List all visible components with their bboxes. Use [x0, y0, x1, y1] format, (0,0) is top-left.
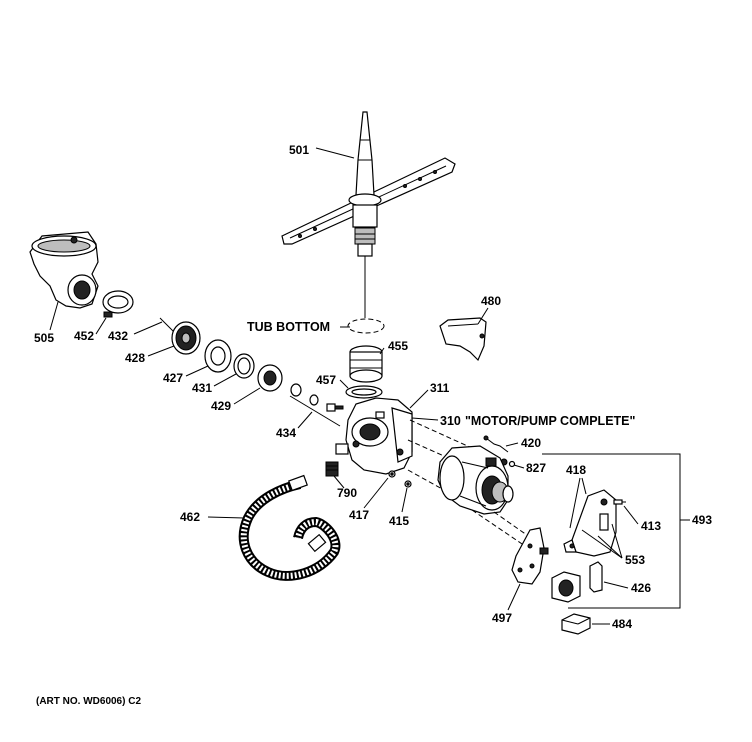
- label-429: 429: [211, 399, 231, 413]
- part-420-wire-clip: [483, 435, 509, 453]
- tub-bottom-label: TUB BOTTOM: [247, 320, 330, 334]
- label-428: 428: [125, 351, 145, 365]
- label-827: 827: [526, 461, 546, 475]
- part-434-hardware: [289, 383, 344, 427]
- part-426-terminal: [589, 561, 603, 593]
- part-415-screw: [404, 480, 412, 488]
- label-497: 497: [492, 611, 512, 625]
- label-420: 420: [521, 436, 541, 450]
- label-455: 455: [388, 339, 408, 353]
- part-462-drain-hose: [238, 474, 341, 581]
- group-bracket-493: [542, 453, 681, 609]
- part-501-lower-spray-arm: [281, 111, 456, 257]
- part-455-bellows: [349, 345, 383, 383]
- art-number: (ART NO. WD6006) C2: [36, 696, 141, 707]
- part-429-impeller: [257, 364, 283, 392]
- label-462: 462: [180, 510, 200, 524]
- label-790: 790: [337, 486, 357, 500]
- part-431-o-ring: [233, 353, 255, 379]
- label-413: 413: [641, 519, 661, 533]
- part-417-washer: [388, 470, 396, 478]
- part-capacitor: [551, 571, 581, 603]
- label-417: 417: [349, 508, 369, 522]
- label-415: 415: [389, 514, 409, 528]
- part-428-impeller-assembly: [159, 317, 201, 355]
- part-457-gasket: [345, 385, 383, 399]
- part-484-pad: [561, 613, 591, 635]
- label-501: 501: [289, 143, 309, 157]
- label-431: 431: [192, 381, 212, 395]
- part-311-pump-housing: [335, 397, 413, 475]
- label-311: 311: [430, 381, 450, 395]
- label-452: 452: [74, 329, 94, 343]
- part-427-seal-plate: [204, 339, 232, 373]
- tub-bottom-ring: [347, 318, 385, 334]
- part-480-shield: [439, 317, 487, 362]
- part-452-hose-clamp: [102, 290, 134, 318]
- label-505: 505: [34, 331, 54, 345]
- label-434: 434: [276, 426, 296, 440]
- label-484: 484: [612, 617, 632, 631]
- part-553-relay-bracket: [563, 489, 617, 557]
- label-432: 432: [108, 329, 128, 343]
- label-493: 493: [692, 513, 712, 527]
- label-457: 457: [316, 373, 336, 387]
- label-553: 553: [625, 553, 645, 567]
- label-426: 426: [631, 581, 651, 595]
- part-497-motor-bracket: [511, 527, 549, 585]
- label-418: 418: [566, 463, 586, 477]
- part-motor: [437, 445, 514, 515]
- part-505-drain-housing: [29, 231, 99, 309]
- part-827-clip: [500, 458, 516, 468]
- label-480: 480: [481, 294, 501, 308]
- label-310: 310: [440, 414, 461, 428]
- label-427: 427: [163, 371, 183, 385]
- part-413-screw: [613, 499, 626, 505]
- motor-pump-complete-label: "MOTOR/PUMP COMPLETE": [465, 414, 636, 428]
- part-790-valve: [325, 461, 339, 477]
